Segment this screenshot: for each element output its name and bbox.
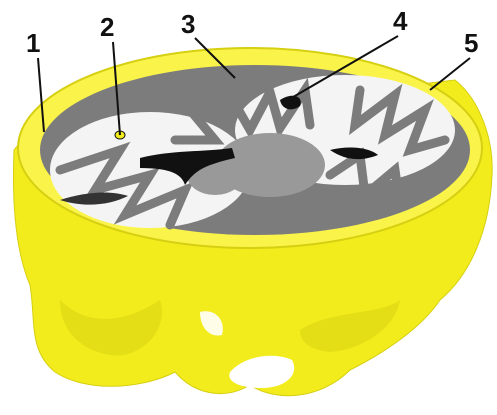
callout-label-5: 5 bbox=[464, 28, 478, 58]
callout-label-4: 4 bbox=[393, 6, 408, 36]
callout-label-2: 2 bbox=[100, 12, 114, 42]
brain-section bbox=[40, 65, 470, 235]
callout-label-3: 3 bbox=[181, 9, 195, 39]
callout-label-1: 1 bbox=[26, 28, 40, 58]
